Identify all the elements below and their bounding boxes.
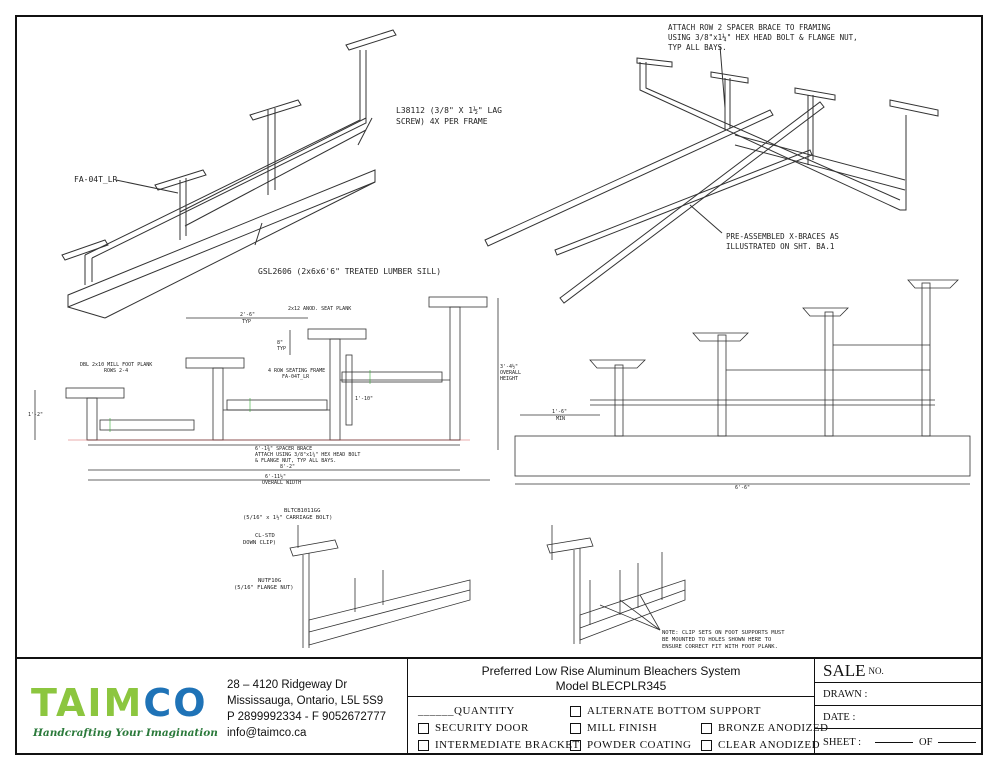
checkbox[interactable] (570, 739, 581, 751)
checkbox[interactable] (418, 739, 429, 751)
xbrace-note-2: ILLUSTRATED ON SHT. BA.1 (726, 242, 834, 251)
spacer-brace-label-2: ATTACH USING 3/8"x1¼" HEX HEAD BOLT (255, 452, 360, 458)
seat-plank-label: 2x12 ANOD. SEAT PLANK (288, 306, 351, 312)
spacer-note-1: ATTACH ROW 2 SPACER BRACE TO FRAMING (668, 23, 831, 32)
lag-screw-label-1: L38112 (3/8" X 1½" LAG (396, 105, 502, 115)
of-label: OF (919, 736, 933, 748)
nut-label-1: NUTF10G (258, 578, 281, 584)
frame-label: FA-04T_LR (74, 175, 118, 184)
clip-detail-drawing: BLTCB1011GG (5/16" x 1½" CARRIAGE BOLT) … (234, 508, 471, 648)
spacer-note-2: USING 3/8"x1¼" HEX HEAD BOLT & FLANGE NU… (668, 33, 858, 42)
seating-frame-label-1: 4 ROW SEATING FRAME (268, 368, 325, 374)
option-label: SECURITY DOOR (435, 722, 529, 734)
option-label: CLEAR ANODIZED (718, 739, 821, 751)
first-offset-label: 1'-6" (552, 409, 567, 415)
iso-brace-drawing: ATTACH ROW 2 SPACER BRACE TO FRAMING USI… (484, 23, 939, 304)
foot-note-2: BE MOUNTED TO HOLES SHOWN HERE TO (662, 637, 771, 643)
checkbox[interactable] (701, 722, 712, 734)
option-intermediate-bracket[interactable]: INTERMEDIATE BRACKET (418, 739, 580, 751)
option-bronze-anodized[interactable]: BRONZE ANODIZED (701, 722, 828, 734)
checkbox[interactable] (570, 705, 581, 717)
quantity-label: ______QUANTITY (418, 705, 515, 717)
option-label: BRONZE ANODIZED (718, 722, 829, 734)
bolt-label-1: BLTCB1011GG (284, 508, 320, 514)
quantity-field[interactable]: ______QUANTITY (418, 705, 515, 717)
side-view-drawing: 2'-6" TYP 2x12 ANOD. SEAT PLANK 8" TYP D… (28, 296, 521, 486)
drawing-sheet: FA-04T_LR L38112 (3/8" X 1½" LAG SCREW) … (28, 23, 971, 650)
option-powder-coating[interactable]: POWDER COATING (570, 739, 691, 751)
sheet-row[interactable]: SHEET : OF (815, 729, 983, 755)
front-view-drawing: 1'-6" MIN 6'-6" (514, 279, 971, 491)
option-label: ALTERNATE BOTTOM SUPPORT (587, 705, 761, 717)
foot-note-3: ENSURE CORRECT FIT WITH FOOT PLANK. (662, 644, 778, 650)
checkbox[interactable] (418, 722, 429, 734)
logo-word-blue: CO (143, 681, 208, 725)
checkbox[interactable] (570, 722, 581, 734)
title-block: TAIMCO Handcrafting Your Imagination 28 … (15, 657, 983, 755)
iso-frame-drawing: FA-04T_LR L38112 (3/8" X 1½" LAG SCREW) … (61, 29, 502, 319)
row-spacing-typ: TYP (242, 319, 251, 325)
option-mill-finish[interactable]: MILL FINISH (570, 722, 657, 734)
option-label: POWDER COATING (587, 739, 692, 751)
brace-height-label: 1'-10" (355, 396, 373, 402)
first-height-label: 1'-2" (28, 412, 43, 418)
nut-label-2: (5/16" FLANGE NUT) (234, 585, 294, 591)
sill-label: GSL2606 (2x6x6'6" TREATED LUMBER SILL) (258, 267, 441, 276)
foot-support-detail-drawing: NOTE: CLIP SETS ON FOOT SUPPORTS MUST BE… (546, 525, 785, 650)
sale-no-label: NO. (868, 665, 884, 676)
rise-typ: TYP (277, 346, 286, 352)
foot-note-1: NOTE: CLIP SETS ON FOOT SUPPORTS MUST (662, 630, 785, 636)
drawn-row[interactable]: DRAWN : (815, 683, 983, 706)
title-options: Preferred Low Rise Aluminum Bleachers Sy… (407, 659, 828, 755)
first-offset-min: MIN (556, 416, 565, 422)
lag-screw-label-2: SCREW) 4X PER FRAME (396, 117, 488, 126)
checkbox[interactable] (701, 739, 712, 751)
foot-plank-label-2: ROWS 2-4 (104, 368, 128, 374)
foot-plank-label-1: DBL 2x10 MILL FOOT PLANK (80, 362, 152, 368)
drawn-label: DRAWN : (823, 688, 868, 700)
xbrace-note-1: PRE-ASSEMBLED X-BRACES AS (726, 232, 839, 241)
option-clear-anodized[interactable]: CLEAR ANODIZED (701, 739, 820, 751)
spacer-brace-label-1: 6'-1⅜" SPACER BRACE (255, 445, 312, 452)
depth-label: 8'-2" (280, 464, 295, 470)
overall-width-value: 6'-11½" (265, 473, 286, 480)
overall-height-value: 3'-4½" (500, 363, 518, 370)
front-length-label: 6'-6" (735, 485, 750, 491)
row-spacing: 2'-6" (240, 312, 255, 318)
company-address: 28 – 4120 Ridgeway Dr Mississauga, Ontar… (227, 677, 407, 741)
product-title: Preferred Low Rise Aluminum Bleachers Sy… (481, 664, 741, 678)
company-logo: TAIMCO Handcrafting Your Imagination (15, 659, 220, 755)
seating-frame-label-2: FA-04T_LR (282, 374, 310, 380)
clip-label-2: DOWN CLIP) (243, 540, 276, 546)
phone-fax: P 2899992334 - F 9052672777 (227, 711, 387, 723)
date-label: DATE : (823, 711, 856, 723)
sheet-label: SHEET : (823, 736, 862, 748)
option-label: MILL FINISH (587, 722, 658, 734)
drawing-border (15, 15, 983, 755)
option-alternate-bottom-support[interactable]: ALTERNATE BOTTOM SUPPORT (570, 705, 761, 717)
bolt-label-2: (5/16" x 1½" CARRIAGE BOLT) (243, 514, 332, 521)
overall-height-label-2: HEIGHT (500, 376, 518, 382)
option-security-door[interactable]: SECURITY DOOR (418, 722, 529, 734)
rise-label: 8" (277, 340, 283, 346)
overall-height-label: OVERALL (500, 370, 521, 376)
model-number: Model BLECPLR345 (555, 679, 667, 693)
address-city: Mississauga, Ontario, L5L 5S9 (227, 695, 384, 707)
option-label: INTERMEDIATE BRACKET (435, 739, 580, 751)
logo-word-green: TAIM (31, 681, 144, 725)
overall-width-label: OVERALL WIDTH (262, 480, 301, 486)
address-line: 28 – 4120 Ridgeway Dr (227, 679, 348, 691)
email: info@taimco.ca (227, 727, 307, 739)
drawing-title: Preferred Low Rise Aluminum Bleachers Sy… (408, 659, 814, 697)
clip-label-1: CL-STD (255, 533, 275, 539)
sale-label: SALE (823, 660, 866, 680)
spacer-note-3: TYP ALL BAYS. (668, 43, 727, 52)
logo-tagline: Handcrafting Your Imagination (33, 727, 218, 739)
spacer-brace-label-3: & FLANGE NUT, TYP ALL BAYS. (255, 458, 336, 464)
date-row[interactable]: DATE : (815, 706, 983, 729)
